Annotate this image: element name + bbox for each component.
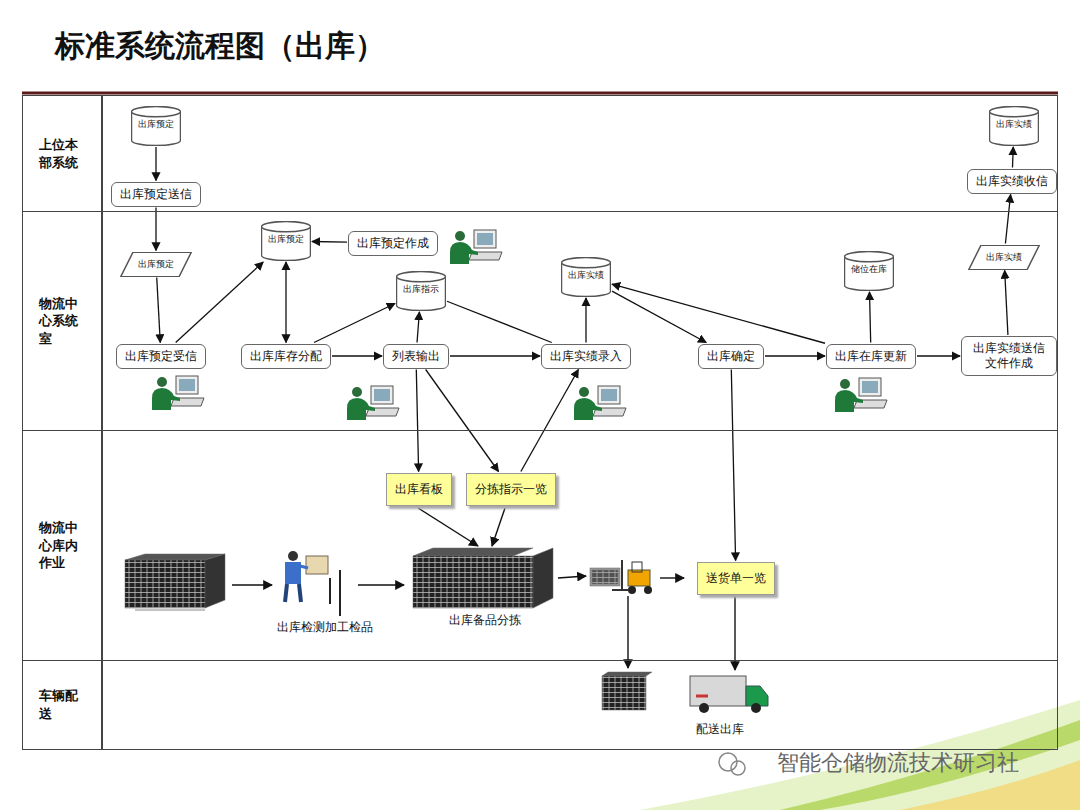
lane-label: 车辆配送: [39, 687, 85, 722]
swimlane: 物流中心库内作业 出库看板 分拣指示一览送货单一览: [22, 430, 1058, 661]
swimlane: 上位本部系统 出库预定出库预定送信 出库实绩出库实绩收信: [22, 95, 1058, 212]
flow-arrow: [521, 370, 579, 472]
node-text: 出库预定送信: [120, 187, 192, 202]
flow-arrow: [285, 262, 286, 343]
process-box: 列表输出: [383, 344, 449, 369]
node-text: 出库实绩收信: [976, 174, 1048, 189]
process-box: 出库实绩录入: [541, 344, 631, 369]
node-text: 出库实绩: [996, 118, 1032, 131]
flow-arrow: [612, 291, 706, 342]
flow-arrow: [1012, 147, 1014, 168]
node-text: 分拣指示一览: [475, 481, 547, 498]
node-text: 出库确定: [707, 349, 755, 364]
flow-arrow: [176, 262, 264, 343]
flow-arrow: [447, 301, 552, 342]
data-io: 出库实绩: [968, 245, 1040, 270]
flow-arrow: [612, 284, 825, 343]
process-box: 出库库存分配: [241, 344, 331, 369]
node-text: 储位在库: [851, 263, 887, 276]
flow-arrow: [1005, 195, 1010, 244]
process-box: 出库实绩送信文件作成: [961, 336, 1057, 376]
process-box: 出库预定送信: [111, 182, 201, 207]
node-text: 出库看板: [395, 481, 443, 498]
node-text: 出库在库更新: [835, 349, 907, 364]
database: 出库实绩: [989, 106, 1039, 146]
flow-arrow: [585, 298, 586, 343]
lane-label: 上位本部系统: [39, 136, 85, 171]
swimlane: 物流中心系统室出库预定出库预定出库预定作成出库指示出库实绩储位在库出库实绩出库预…: [22, 211, 1058, 431]
node-text: 出库预定: [136, 258, 176, 271]
lane-header: 上位本部系统: [23, 96, 103, 211]
node-text: 出库库存分配: [250, 349, 322, 364]
node-text: 出库预定作成: [357, 236, 429, 251]
flow-arrow: [417, 312, 419, 343]
lane-header: 物流中心库内作业: [23, 431, 103, 660]
flow-arrow: [731, 370, 735, 561]
process-box: 出库实绩收信: [967, 169, 1057, 194]
database: 出库预定: [261, 221, 311, 261]
illustration-caption: 出库检测加工检品: [277, 619, 373, 636]
flow-arrow: [332, 355, 382, 356]
node-text: 出库实绩: [984, 251, 1024, 264]
flow-arrow: [917, 355, 960, 356]
node-text: 出库指示: [403, 283, 439, 296]
process-box: 出库预定受信: [116, 344, 206, 369]
document-note: 分拣指示一览: [466, 473, 556, 506]
flow-arrow: [426, 370, 499, 472]
lane-header: 物流中心系统室: [23, 212, 103, 430]
flow-arrow: [155, 147, 156, 181]
data-io: 出库预定: [120, 252, 192, 277]
swimlane: 车辆配送: [22, 660, 1058, 750]
lane-label: 物流中心库内作业: [39, 519, 85, 572]
node-text: 出库实绩送信文件作成: [970, 341, 1048, 371]
node-text: 出库实绩: [568, 269, 604, 282]
database: 出库实绩: [561, 257, 611, 297]
flow-arrow: [869, 292, 870, 343]
node-text: 出库预定受信: [125, 349, 197, 364]
flow-arrow: [765, 355, 825, 356]
flow-arrow: [1005, 271, 1008, 336]
node-text: 送货单一览: [706, 570, 766, 587]
document-note: 送货单一览: [697, 562, 775, 595]
page-title: 标准系统流程图（出库）: [55, 26, 385, 67]
process-box: 出库在库更新: [826, 344, 916, 369]
process-box: 出库预定作成: [348, 231, 438, 256]
node-text: 列表输出: [392, 349, 440, 364]
lane-label: 物流中心系统室: [39, 295, 85, 348]
node-text: 出库实绩录入: [550, 349, 622, 364]
illustration-caption: 出库备品分拣: [449, 612, 521, 629]
lane-header: 车辆配送: [23, 661, 103, 749]
flow-arrow: [312, 241, 347, 243]
process-box: 出库确定: [698, 344, 764, 369]
illustration-caption: 配送出库: [696, 721, 744, 738]
database: 储位在库: [844, 251, 894, 291]
flow-arrow: [450, 355, 540, 356]
document-note: 出库看板: [386, 473, 452, 506]
flow-arrow: [416, 370, 418, 472]
watermark: 智能仓储物流技术研习社: [777, 748, 1019, 778]
flow-arrow: [155, 208, 156, 251]
node-text: 出库预定: [268, 233, 304, 246]
flow-arrow: [157, 278, 161, 343]
database: 出库预定: [131, 106, 181, 146]
flow-arrow: [314, 304, 395, 343]
database: 出库指示: [396, 271, 446, 311]
node-text: 出库预定: [138, 118, 174, 131]
